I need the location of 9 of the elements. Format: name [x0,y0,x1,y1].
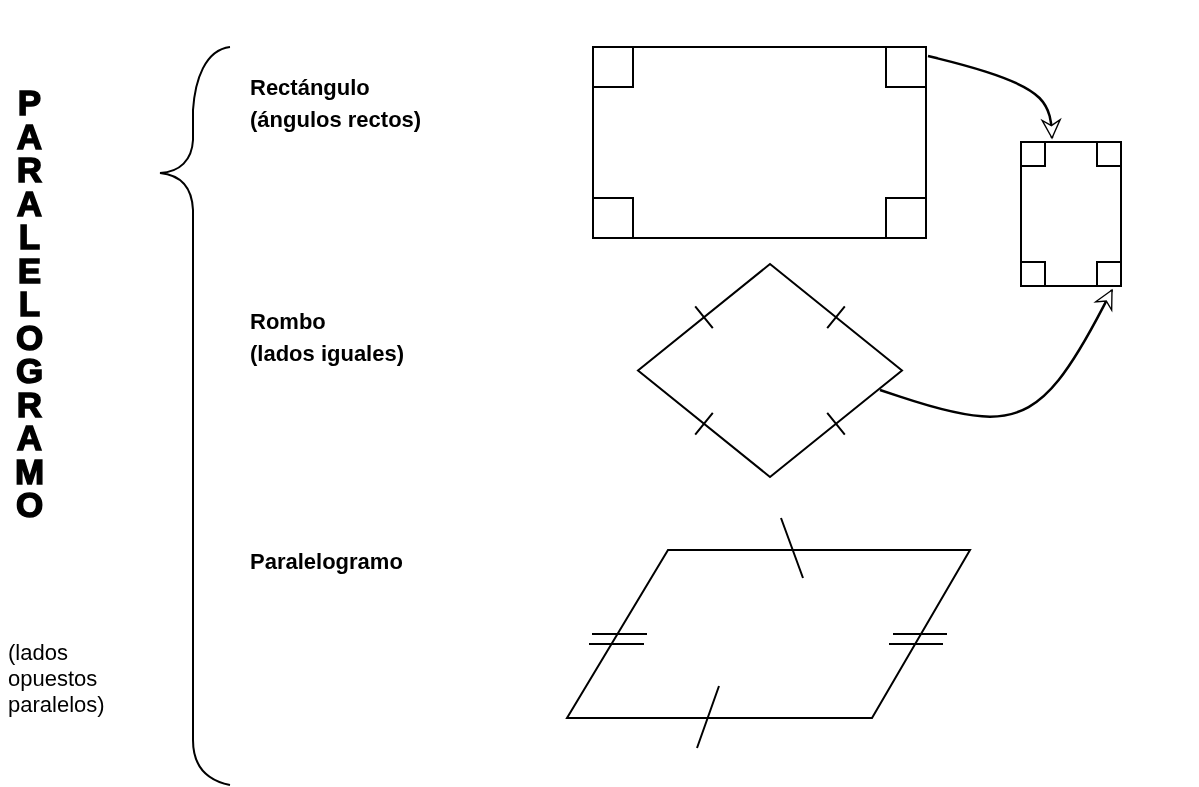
curved-arrow [927,54,1061,139]
shape-property: (ángulos rectos) [250,106,422,134]
shape-name: Rombo [250,308,326,336]
note: (lados opuestos paralelos) [8,640,106,718]
vertical-title: PARALELOGRAMO [13,86,46,522]
shape-name: Rectángulo [250,74,370,102]
curved-arrow [879,289,1114,418]
shape-property: (lados iguales) [250,340,405,368]
shape-name: Paralelogramo [250,548,403,576]
